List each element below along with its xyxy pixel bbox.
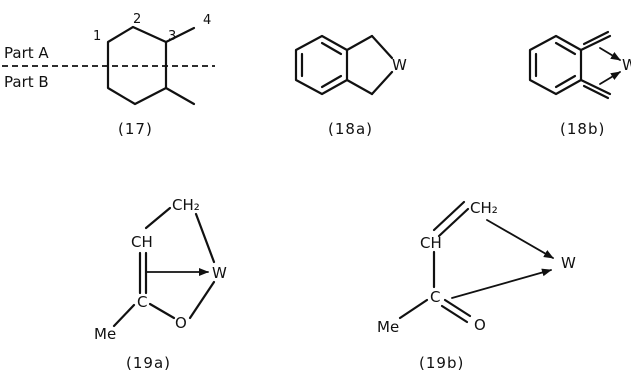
locant-3: 3: [168, 29, 176, 44]
ch2-group-19b: CH₂: [470, 199, 498, 217]
caption-19a: (19a): [126, 354, 171, 372]
coordination-arrow-top-18b: [599, 47, 621, 61]
methyl-bond-bottom-17: [164, 86, 196, 106]
caption-17: (17): [118, 120, 153, 138]
bond-ch2-w-19a: [194, 212, 216, 264]
double-bond-a-19b: [432, 200, 466, 232]
part-b-label: Part B: [4, 73, 49, 91]
bond-c-me-19a: [112, 303, 136, 328]
structure-18a: W (18a): [294, 34, 407, 138]
tungsten-atom-18a: W: [392, 56, 407, 74]
bond-ch-ch2-19a: [144, 206, 172, 230]
double-bond-b-19b: [437, 207, 470, 238]
w-bond-bottom-18a: [370, 70, 394, 96]
structure-19b: CH₂ CH W C Me O (19b): [377, 199, 576, 372]
ch-group-19a: CH: [131, 233, 153, 251]
exo-methylene-top-18b: [579, 34, 612, 52]
carbon-atom-19b: C: [430, 288, 440, 306]
tungsten-atom-19a: W: [212, 264, 227, 282]
benzene-ring-18a: [294, 34, 349, 96]
caption-19b: (19b): [419, 354, 464, 372]
coordination-arrow-bottom-19b: [451, 268, 552, 299]
carbonyl-bond-b-19b: [440, 304, 469, 324]
carbonyl-bond-a-19b: [443, 298, 472, 318]
ch2-group-19a: CH₂: [172, 196, 200, 214]
oxygen-atom-19b: O: [474, 316, 486, 334]
structure-17: Part A Part B 1 2 3 4 (17): [2, 12, 215, 138]
methyl-group-19a: Me: [94, 325, 116, 343]
structure-18b: W (18b): [528, 30, 631, 138]
exo-methylene-bottom-18b: [579, 78, 612, 96]
bond-c-me-19b: [398, 298, 429, 320]
bond-c-o-19a: [148, 302, 176, 320]
caption-18b: (18b): [560, 120, 605, 138]
ch2-bond-bottom-18a: [345, 78, 374, 96]
benzene-ring-18b: [528, 34, 583, 96]
locant-4: 4: [203, 13, 211, 28]
caption-18a: (18a): [328, 120, 373, 138]
ch-group-19b: CH: [420, 234, 442, 252]
locant-1: 1: [93, 29, 101, 44]
coordination-arrow-bottom-18b: [599, 71, 621, 85]
bond-o-w-19a: [188, 280, 216, 320]
exo-methylene-bottom-double-18b: [582, 84, 610, 100]
locant-2: 2: [133, 12, 141, 27]
coordination-arrow-top-19b: [486, 219, 554, 259]
part-a-label: Part A: [4, 44, 49, 62]
ch2-bond-top-18a: [345, 34, 374, 52]
exo-methylene-top-double-18b: [582, 30, 610, 46]
carbon-atom-19a: C: [137, 293, 147, 311]
w-bond-top-18a: [370, 34, 394, 60]
methyl-bond-top-17: [164, 26, 196, 44]
methyl-group-19b: Me: [377, 318, 399, 336]
structure-19a: CH₂ CH C W Me O (19a): [94, 196, 227, 372]
oxygen-atom-19a: O: [175, 314, 187, 332]
tungsten-atom-18b: W: [622, 56, 631, 74]
tungsten-atom-19b: W: [561, 254, 576, 272]
